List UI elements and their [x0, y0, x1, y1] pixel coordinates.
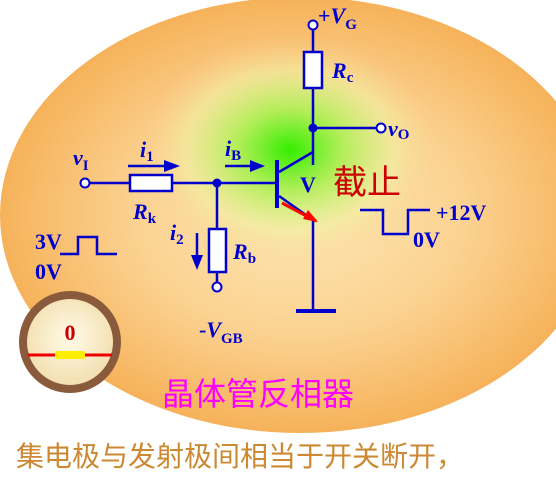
- terminal-vg: [307, 19, 319, 31]
- label-rk: Rk: [132, 199, 157, 227]
- label-vgb: -VGB: [199, 317, 243, 347]
- label-ib: iB: [225, 136, 241, 164]
- junction-collector: [308, 123, 318, 133]
- input-low-label: 0V: [35, 259, 62, 284]
- resistor-rc: [302, 50, 324, 90]
- arrow-i1-icon: [128, 160, 180, 172]
- output-low-label: 0V: [413, 227, 440, 252]
- green-glow: [140, 35, 440, 265]
- title: 晶体管反相器: [162, 375, 354, 413]
- state-label: 截止: [333, 163, 401, 203]
- current-meter: 0: [19, 291, 121, 393]
- input-high-label: 3V: [35, 229, 62, 254]
- label-vo: vO: [388, 116, 409, 143]
- label-i1: i1: [140, 137, 154, 165]
- terminal-vgb: [211, 281, 223, 293]
- label-i2: i2: [170, 220, 184, 248]
- resistor-rb: [207, 227, 228, 274]
- emitter-arrow: [278, 194, 318, 223]
- caption: 集电极与发射极间相当于开关断开，: [16, 440, 464, 473]
- output-waveform: [360, 208, 430, 236]
- arrow-ib-icon: [225, 160, 265, 172]
- resistor-rk: [128, 173, 174, 193]
- arrow-i2-icon: [191, 233, 203, 270]
- terminal-vo: [375, 122, 387, 134]
- input-waveform: [60, 235, 117, 256]
- label-rc: Rc: [331, 58, 354, 86]
- output-high-label: +12V: [436, 200, 487, 225]
- label-rb: Rb: [232, 239, 256, 267]
- meter-value: 0: [65, 320, 76, 345]
- terminal-vi: [79, 177, 91, 189]
- label-vg: +VG: [318, 3, 357, 33]
- label-vi: vI: [73, 145, 89, 174]
- label-transistor: V: [300, 172, 316, 197]
- junction-base: [212, 178, 222, 188]
